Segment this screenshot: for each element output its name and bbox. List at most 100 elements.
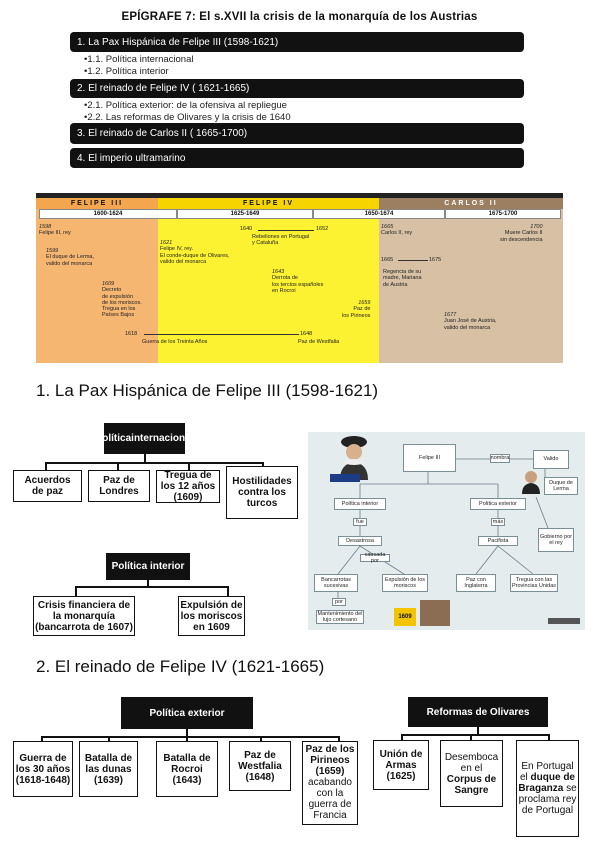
diagram-expulsion: Expulsión de los moriscos [382,574,428,592]
line-1618-1648 [144,334,299,335]
index-item-3[interactable]: 3. El reinado de Carlos II ( 1665-1700) [70,123,524,144]
diagram-picture-icon [420,600,450,626]
index-subitem-1-2[interactable]: •1.2. Política interior [84,66,169,77]
event-1648-label: Paz de Westfalia [298,339,340,345]
period-bg-carlos2 [379,209,563,363]
timeline: FELIPE III FELIPE IV CARLOS II 1600-1624… [36,193,563,363]
connector [401,734,403,740]
diagram-pacifista: Pacifista [478,536,518,546]
event-1675-year: 1675 [429,257,442,263]
connector [227,586,229,596]
index-item-1[interactable]: 1. La Pax Hispánica de Felipe III (1598-… [70,32,524,52]
felipe3-banner [330,474,360,482]
diagram-felipe3: Felipe III [403,444,456,472]
connector [470,734,472,740]
connector [188,462,190,470]
section-2-heading: 2. El reinado de Felipe IV (1621-1665) [36,657,325,676]
period-bg-felipe4 [158,209,379,363]
diagram-year-badge: 1609 [394,608,416,626]
connector [147,580,149,587]
line-1665-1675 [398,260,428,261]
diagram-logo [548,618,580,624]
diagram-paz-inglaterra: Paz con Inglaterra [456,574,496,592]
index-item-2[interactable]: 2. El reinado de Felipe IV ( 1621-1665) [70,79,524,98]
index-subitem-2-1[interactable]: •2.1. Política exterior: de la ofensiva … [84,100,287,111]
diagram-politica-interior: Política interior [334,498,386,510]
event-1618-year: 1618 [125,331,138,337]
felipe3-diagram-image: Felipe III nombra Valido Duque de Lerma … [308,432,585,630]
event-1665-regencia-year: 1665 [381,257,394,263]
map-root-exterior: Política exterior [121,697,253,729]
connector [108,736,110,741]
lerma-portrait-icon [520,468,542,494]
connector [75,586,77,596]
connector [338,736,340,741]
connector [186,729,188,737]
period-head-carlos2: CARLOS II [379,198,563,209]
period-bg-felipe3 [36,209,158,363]
years-1675-1700: 1675-1700 [445,209,561,219]
connector [477,727,479,735]
connector [45,462,263,464]
connector [75,586,228,588]
diagram-duque: Duque de Lerma [544,477,578,495]
diagram-politica-exterior: Política exterior [470,498,526,510]
section-1-heading: 1. La Pax Hispánica de Felipe III (1598-… [36,381,379,400]
line-1640-1652 [258,230,314,231]
diagram-nombra: nombra [490,454,510,463]
diagram-valido: Valido [533,450,569,469]
period-head-felipe3: FELIPE III [36,198,158,209]
map-root-olivares: Reformas de Olivares [408,697,548,727]
event-1640-year: 1640 [240,226,253,232]
diagram-fue: fue [353,518,367,526]
period-head-felipe4: FELIPE IV [158,198,379,209]
connector [41,736,43,741]
connector [401,734,549,736]
diagram-mas: más [491,518,505,526]
event-1648-year: 1648 [300,331,313,337]
diagram-gobierno: Gobierno por el rey [538,528,574,552]
diagram-desastrosa: Desastrosa [338,536,382,546]
years-1600-1624: 1600-1624 [39,209,177,219]
years-1625-1649: 1625-1649 [177,209,313,219]
diagram-por: por [332,598,346,606]
event-1618-label: Guerra de los Treinta Años [142,339,208,345]
connector [41,736,339,738]
connector [260,736,262,741]
connector [548,734,550,740]
connector [144,454,146,463]
diagram-tregua: Tregua con las Provincias Unidas [510,574,558,592]
index-subitem-1-1[interactable]: •1.1. Política internacional [84,54,194,65]
connector [186,736,188,741]
years-1650-1674: 1650-1674 [313,209,445,219]
page-title: EPÍGRAFE 7: El s.XVII la crisis de la mo… [121,11,478,23]
index-subitem-2-2[interactable]: •2.2. Las reformas de Olivares y la cris… [84,112,291,123]
index-item-4[interactable]: 4. El imperio ultramarino [70,148,524,168]
map-root-interior: Política interior [106,553,190,580]
diagram-mantenimiento: Mantenimiento del lujo cortesano [316,610,364,624]
